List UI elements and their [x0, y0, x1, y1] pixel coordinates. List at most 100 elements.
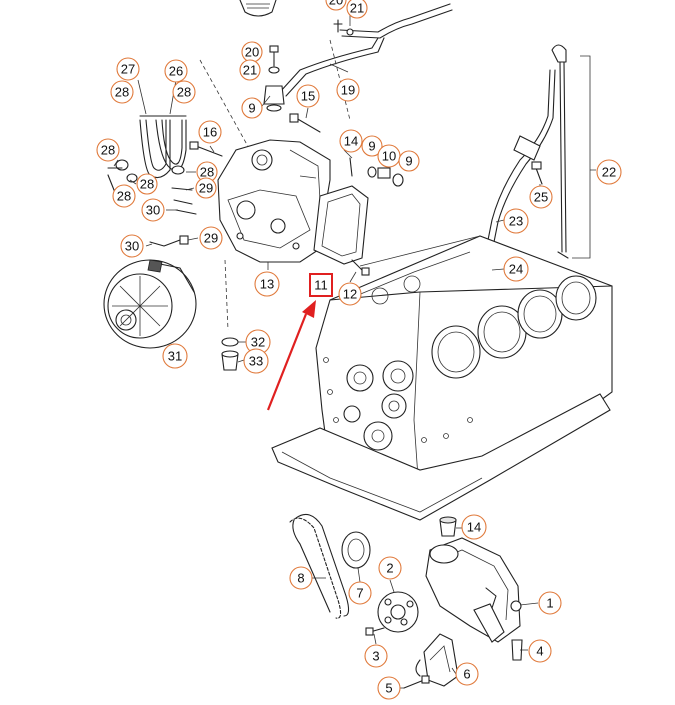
callout-31: 31	[162, 343, 188, 369]
callout-20-left: 20	[241, 41, 263, 63]
svg-text:23: 23	[509, 214, 523, 229]
dipstick-22	[551, 44, 569, 259]
svg-text:12: 12	[343, 287, 357, 302]
svg-text:28: 28	[115, 85, 129, 100]
callout-23: 23	[503, 208, 529, 234]
callout-24: 24	[503, 256, 529, 282]
bolt-3	[365, 627, 385, 636]
oil-pan	[271, 393, 611, 521]
svg-text:20: 20	[329, 0, 343, 8]
callout-3: 3	[364, 644, 388, 668]
callout-28-hose-left: 28	[110, 80, 134, 104]
svg-text:9: 9	[248, 101, 255, 116]
svg-text:30: 30	[146, 203, 160, 218]
callout-27: 27	[116, 57, 140, 81]
svg-text:15: 15	[301, 89, 315, 104]
bolt-4	[511, 639, 523, 661]
svg-text:28: 28	[200, 165, 214, 180]
callout-21-left: 21	[239, 59, 261, 81]
callout-9-valve: 9	[241, 97, 263, 119]
timing-chain-8	[289, 513, 350, 619]
callout-16: 16	[198, 120, 222, 144]
callout-9-seal: 9	[361, 135, 383, 157]
bolt-16	[189, 141, 223, 157]
bolts-29-30	[149, 187, 197, 247]
breather-valve-9	[263, 85, 285, 112]
svg-text:13: 13	[260, 277, 274, 292]
svg-text:29: 29	[204, 231, 218, 246]
alternator-31	[103, 259, 197, 349]
svg-text:10: 10	[382, 149, 396, 164]
callout-5: 5	[377, 676, 401, 700]
callout-14-lower: 14	[461, 514, 487, 540]
svg-text:16: 16	[203, 125, 217, 140]
svg-text:33: 33	[249, 354, 263, 369]
bolt-25	[531, 161, 543, 185]
svg-text:28: 28	[177, 85, 191, 100]
svg-text:21: 21	[243, 63, 257, 78]
callout-30-lower: 30	[120, 234, 144, 258]
svg-text:29: 29	[199, 181, 213, 196]
hose-clamps-28	[107, 159, 185, 201]
callout-28-clamp-b: 28	[136, 173, 158, 195]
callout-8: 8	[289, 566, 313, 590]
svg-text:19: 19	[341, 83, 355, 98]
svg-text:3: 3	[372, 649, 379, 664]
highlight-arrow	[266, 300, 316, 411]
callout-22: 22	[596, 159, 622, 185]
timing-cover-11	[313, 185, 370, 276]
oil-filler-cap	[239, 0, 277, 17]
svg-text:6: 6	[463, 667, 470, 682]
svg-text:4: 4	[536, 644, 543, 659]
callout-32: 32	[245, 329, 271, 355]
callout-33: 33	[243, 348, 269, 374]
callout-20-top: 20	[325, 0, 347, 11]
callout-21-top: 21	[346, 0, 368, 19]
svg-text:28: 28	[101, 143, 115, 158]
oil-pump-1	[425, 537, 522, 643]
bolt-20-top	[333, 19, 354, 36]
seal-rings-9-10	[349, 157, 404, 187]
alternator-bracket-13	[217, 139, 331, 263]
callout-7: 7	[348, 581, 372, 605]
callout-2: 2	[378, 556, 402, 580]
dipstick-guide-tube-23	[483, 69, 556, 263]
seal-ring-32	[221, 337, 239, 347]
callout-4: 4	[528, 639, 552, 663]
svg-text:28: 28	[140, 177, 154, 192]
callout-29-lower: 29	[199, 226, 223, 250]
callout-10: 10	[377, 144, 401, 168]
callout-25: 25	[529, 185, 553, 209]
svg-text:21: 21	[350, 1, 364, 16]
svg-text:31: 31	[168, 349, 182, 364]
callout-19: 19	[336, 78, 360, 102]
callout-13: 13	[254, 271, 280, 297]
callout-29-upper: 29	[195, 177, 217, 199]
svg-text:24: 24	[509, 262, 523, 277]
callout-14-upper: 14	[339, 129, 363, 153]
plug-33	[221, 350, 239, 371]
svg-text:14: 14	[467, 520, 481, 535]
svg-text:22: 22	[602, 165, 616, 180]
svg-text:14: 14	[344, 134, 358, 149]
svg-text:26: 26	[169, 64, 183, 79]
callout-30-upper: 30	[141, 198, 165, 222]
callout-28-clamp-d: 28	[112, 184, 136, 208]
oil-pump-sprocket-2	[377, 591, 419, 633]
svg-text:8: 8	[297, 571, 304, 586]
svg-text:5: 5	[385, 681, 392, 696]
svg-text:30: 30	[125, 239, 139, 254]
callout-12: 12	[338, 282, 362, 306]
callout-15: 15	[296, 84, 320, 108]
cap-14-lower	[439, 516, 457, 537]
bolt-5	[403, 675, 430, 689]
svg-text:28: 28	[117, 189, 131, 204]
svg-text:9: 9	[405, 154, 412, 169]
svg-text:2: 2	[386, 561, 393, 576]
breather-pipe	[279, 3, 453, 97]
callout-9-ring: 9	[398, 150, 420, 172]
svg-text:11: 11	[314, 278, 328, 293]
svg-text:25: 25	[534, 190, 548, 205]
highlighted-callout-11: 11	[309, 273, 333, 297]
